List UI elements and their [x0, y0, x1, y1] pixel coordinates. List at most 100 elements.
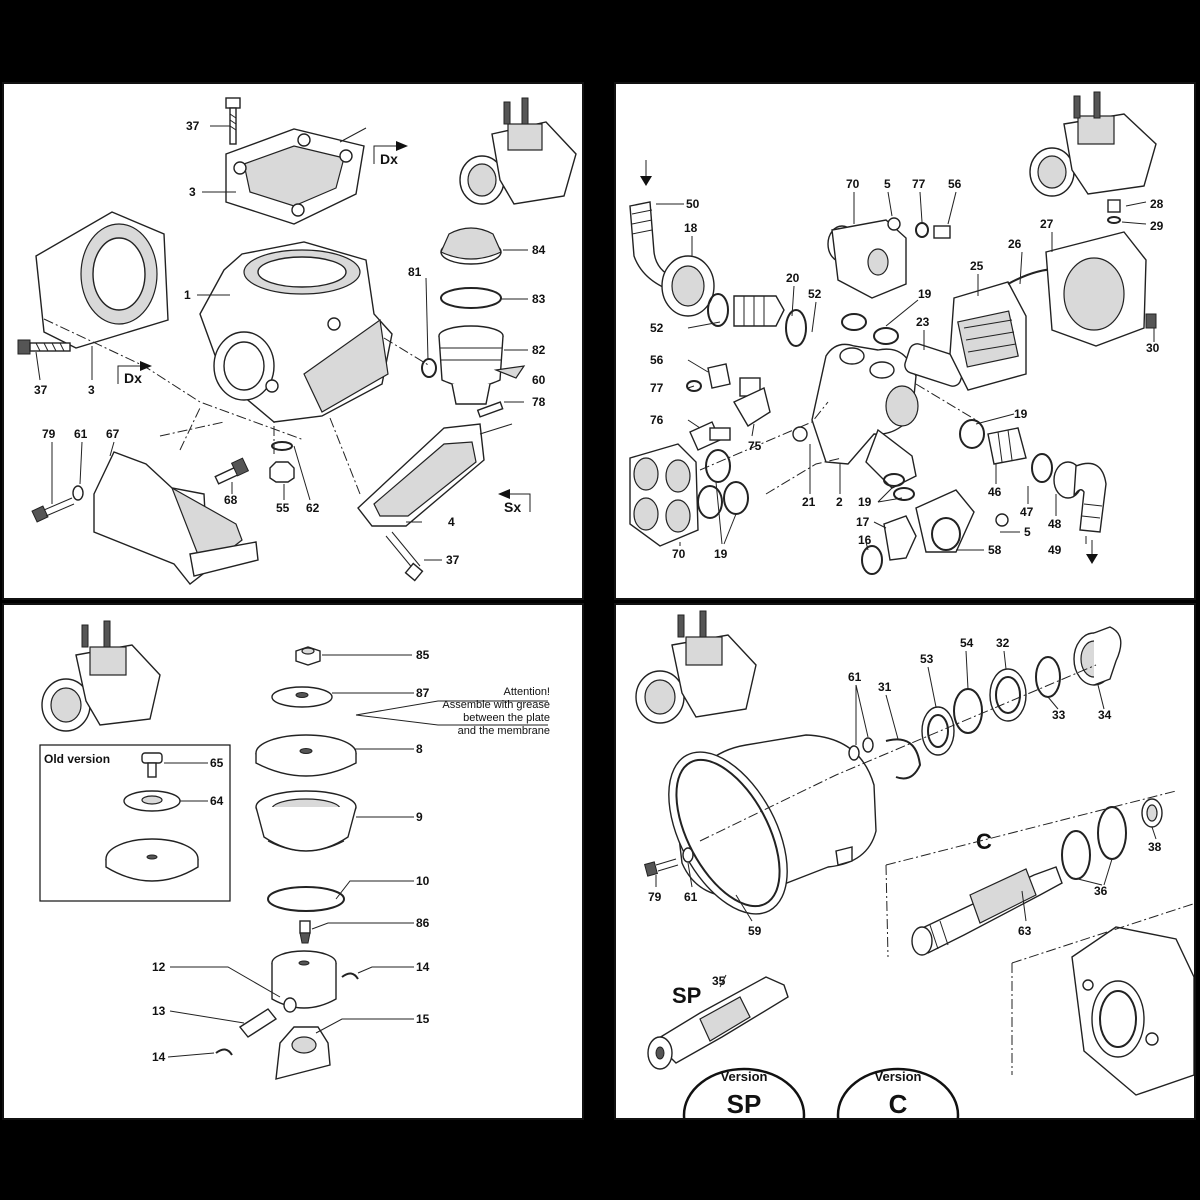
callout: 19 — [1014, 407, 1028, 421]
callout: 15 — [416, 1012, 430, 1026]
washer-61 — [862, 737, 874, 753]
callout: 4 — [448, 515, 455, 529]
panel-shaft: C SP Version SP Version C — [614, 603, 1196, 1120]
callout: 3 — [189, 185, 196, 199]
membrane-old — [105, 838, 199, 882]
callout: 64 — [210, 794, 224, 808]
callout: 37 — [446, 553, 460, 567]
piston-12 — [271, 950, 337, 1013]
callout: 33 — [1052, 708, 1066, 722]
washer-61 — [682, 847, 694, 863]
version-mark-sp: SP — [672, 983, 701, 1008]
o-ring-19 — [705, 449, 731, 483]
callout: 68 — [224, 493, 238, 507]
svg-text:Assemble with grease: Assemble with grease — [442, 699, 550, 711]
callout: 28 — [1150, 197, 1164, 211]
pump-body-diagram: 37 3 37 3 1 81 84 83 82 60 78 79 61 67 6… — [17, 97, 577, 585]
nut-85 — [295, 646, 321, 666]
assembly-line — [765, 457, 843, 495]
o-ring-19 — [883, 473, 905, 487]
connecting-rod-15 — [275, 1026, 331, 1080]
bolt-37-left — [17, 339, 71, 355]
callout: 49 — [1048, 543, 1062, 557]
pump-thumbnail — [635, 610, 757, 724]
callout: 8 — [416, 742, 423, 756]
svg-text:Dx: Dx — [380, 151, 398, 167]
screw-68 — [214, 457, 250, 485]
svg-text:Version: Version — [721, 1069, 768, 1084]
fitting-58 — [915, 489, 975, 553]
shaft-diagram: C SP Version SP Version C — [635, 610, 1194, 1119]
version-mark-c: C — [976, 829, 992, 854]
manifold-body-2 — [811, 343, 919, 489]
screw-79 — [644, 858, 679, 877]
callout: 13 — [152, 1004, 166, 1018]
circlip-14 — [215, 1048, 233, 1056]
o-ring-19 — [697, 485, 723, 519]
callout: 56 — [650, 353, 664, 367]
attention-note: Attention! Assemble with grease between … — [442, 686, 550, 737]
callout: 55 — [276, 501, 290, 515]
callout: 18 — [684, 221, 698, 235]
direction-dx-top: Dx — [373, 141, 408, 167]
housing-59 — [668, 734, 877, 915]
callout: 87 — [416, 686, 430, 700]
washer-77 — [686, 380, 702, 392]
head-cover-3 — [225, 127, 367, 225]
version-badge-c: Version C — [836, 1067, 960, 1118]
callout: 14 — [152, 1050, 166, 1064]
screw-30 — [1145, 313, 1157, 329]
plate-87 — [271, 686, 333, 708]
valve-body-70 — [827, 219, 907, 299]
screw-65 — [141, 752, 163, 778]
plug-56 — [933, 225, 951, 239]
callout: 70 — [672, 547, 686, 561]
svg-text:Dx: Dx — [124, 370, 142, 386]
callout: 56 — [948, 177, 962, 191]
o-ring-19 — [959, 419, 985, 449]
callout: 12 — [152, 960, 166, 974]
assembly-line — [699, 401, 829, 471]
svg-text:SP: SP — [727, 1089, 762, 1119]
assembly-line — [179, 407, 201, 451]
assembly-line — [699, 664, 1097, 842]
callout: 86 — [416, 916, 430, 930]
callout: 61 — [848, 670, 862, 684]
side-cover-3 — [35, 211, 169, 349]
plug-56 — [707, 363, 731, 389]
plug-55 — [269, 441, 295, 483]
diaphragm-cover-27 — [1007, 231, 1147, 347]
callout: 65 — [210, 756, 224, 770]
assembly-line — [159, 421, 225, 437]
panel-manifold: 50 18 70 5 77 56 28 29 27 26 25 20 52 19… — [614, 82, 1196, 600]
svg-text:Version: Version — [875, 1069, 922, 1084]
shaft-35 — [647, 976, 789, 1070]
callout: 9 — [416, 810, 423, 824]
valve-body-70-lower — [629, 443, 699, 547]
callout: 60 — [532, 373, 546, 387]
screw-86 — [299, 920, 311, 944]
callout: 82 — [532, 343, 546, 357]
side-cover-4 — [357, 423, 513, 527]
callout: 20 — [786, 271, 800, 285]
inset-title: Old version — [44, 752, 110, 766]
bearing-34 — [1073, 626, 1122, 686]
o-ring-54 — [953, 688, 983, 734]
o-ring-16 — [861, 545, 883, 575]
assembly-line — [1011, 903, 1194, 964]
svg-text:between the plate: between the plate — [463, 712, 550, 724]
assembly-line — [383, 337, 431, 367]
callout: 23 — [916, 315, 930, 329]
o-ring-36 — [1061, 830, 1091, 880]
callout: 52 — [650, 321, 664, 335]
callout: 67 — [106, 427, 120, 441]
washer-61 — [72, 485, 84, 501]
callout: 32 — [996, 636, 1010, 650]
o-ring-19 — [873, 327, 899, 345]
seal-38 — [1141, 798, 1163, 828]
callout: 85 — [416, 648, 430, 662]
ring-10 — [267, 886, 345, 912]
callout: 19 — [918, 287, 932, 301]
direction-dx-left: Dx — [117, 361, 152, 386]
callout: 59 — [748, 924, 762, 938]
